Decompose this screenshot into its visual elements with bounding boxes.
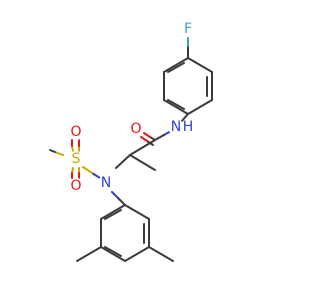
bond-ring2-inner-b: [104, 246, 122, 257]
bond-amide-n-carbonyl-2: [154, 134, 165, 141]
molecule-structure: F N H O N S O O: [49, 21, 213, 262]
atom-labels: F N H O N S O O: [68, 21, 196, 194]
bond-ring2-3-4: [124, 246, 150, 262]
bond-carbonyl-o-2b: [140, 136, 148, 142]
bond-ring1-inner-b: [167, 99, 185, 110]
atom-carbonyl-o: O: [130, 121, 141, 137]
bond-ring2-methyl-left: [76, 246, 102, 262]
bond-s-methyl: [54, 151, 64, 156]
bond-ring2-6-1: [100, 204, 126, 220]
bond-ring-amide-n: [180, 113, 189, 123]
bond-ring1-inner-c: [167, 62, 185, 73]
bond-ring1-3-4: [187, 99, 213, 115]
bond-ring2-methyl-right: [148, 246, 174, 262]
atom-sulfonyl-o-top: O: [70, 124, 81, 140]
dimethylphenyl-ring: [100, 204, 150, 262]
atom-amide-h: H: [183, 119, 194, 135]
fluorophenyl-ring: [163, 57, 213, 115]
atom-sulfonamide-n: N: [101, 175, 111, 191]
bond-ring1-4-5: [163, 99, 189, 115]
bond-n-s-b: [82, 166, 93, 174]
bond-ring1-1-2: [187, 57, 213, 73]
bond-ring2-1-2: [124, 204, 150, 220]
bond-n-ring2: [111, 191, 119, 199]
bond-carbonyl-alpha: [129, 139, 156, 156]
bond-s-methyl-b: [49, 149, 56, 153]
bond-ring2-inner-c: [104, 209, 122, 220]
atom-fluorine: F: [184, 21, 192, 37]
bond-ring1-6-1: [163, 57, 189, 73]
bond-alpha-sulfonamide-n: [115, 154, 131, 169]
bond-ring2-4-5: [100, 246, 126, 262]
atom-sulfonyl-o-bottom: O: [70, 178, 81, 194]
bond-carbonyl-o-1b: [143, 132, 151, 138]
bond-n-ring2-b: [117, 197, 126, 206]
atom-sulfur: S: [72, 151, 81, 167]
bond-alpha-methyl: [129, 154, 156, 171]
bond-n-s: [91, 172, 101, 179]
atom-amide-n: N: [171, 119, 181, 135]
